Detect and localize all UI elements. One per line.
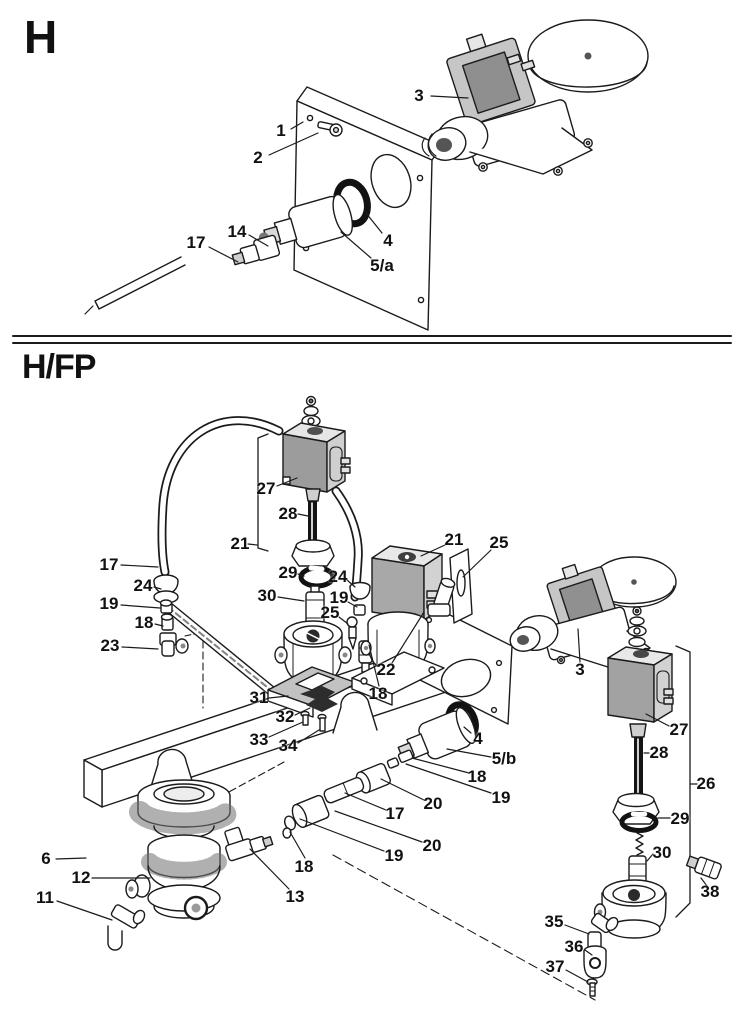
- fitting-36: [583, 945, 607, 979]
- plunger-28-right: [629, 723, 647, 797]
- callout-label: 21: [230, 534, 250, 553]
- callout-label: 6: [41, 849, 51, 868]
- callout-label: 1: [276, 121, 286, 140]
- section-title-hfp: H/FP: [22, 348, 96, 386]
- inlet-valve-12: [125, 779, 239, 921]
- group-bracket-26: [675, 645, 691, 918]
- callout-label: 26: [696, 774, 716, 793]
- screw-1-2: [317, 121, 343, 137]
- callout-label: 19: [329, 588, 349, 607]
- callout-label: 4: [473, 729, 483, 748]
- callout-label: 25: [489, 533, 509, 552]
- section-h-drawing: [84, 19, 649, 331]
- fittings-chain: [282, 749, 414, 839]
- callout-label: 34: [278, 736, 298, 755]
- fittings-column-left: [153, 574, 189, 657]
- callout-label: 13: [285, 887, 305, 906]
- callout-label: 30: [652, 843, 672, 862]
- slot-bracket-25: [449, 548, 473, 624]
- screw-37: [586, 978, 598, 997]
- o-ring-29-right: [619, 811, 659, 833]
- mounting-plate-right: [411, 597, 513, 725]
- section-hfp-drawing: [83, 395, 722, 1001]
- callout-label: 5/a: [370, 256, 394, 275]
- callout-label: 28: [649, 743, 669, 762]
- callout-label: 21: [444, 530, 464, 549]
- callout-label: 25: [320, 603, 340, 622]
- callout-label: 19: [491, 788, 511, 807]
- callout-label: 27: [669, 720, 689, 739]
- solenoid-valve-assembly-3-right: [509, 556, 677, 669]
- callout-label: 27: [256, 479, 276, 498]
- callout-label: 38: [700, 882, 720, 901]
- elbow-35: [587, 912, 619, 950]
- elbow-11: [107, 904, 146, 951]
- screw-33: [300, 710, 310, 726]
- solenoid-coil-27-left: [282, 395, 351, 493]
- callout-label: 11: [36, 888, 54, 907]
- callout-label: 37: [545, 957, 565, 976]
- fitting-38: [685, 855, 722, 880]
- elbow-fitting-22: [427, 577, 456, 617]
- inlet-pipe-17: [84, 256, 186, 315]
- section-divider: [12, 335, 732, 344]
- callout-label: 18: [467, 767, 487, 786]
- callout-label: 28: [278, 504, 298, 523]
- callout-label: 19: [99, 594, 119, 613]
- callout-label: 20: [422, 836, 442, 855]
- callout-label: 22: [376, 660, 396, 679]
- plunger-28-left: [305, 488, 321, 543]
- callout-label: 36: [564, 937, 584, 956]
- check-valve-5b: [397, 706, 477, 761]
- solenoid-valve-assembly-3: [421, 19, 649, 176]
- callout-label: 24: [328, 567, 348, 586]
- callout-leader-lines: [55, 95, 708, 983]
- callout-label: 4: [383, 231, 393, 250]
- callout-label: 12: [71, 868, 91, 887]
- callout-label: 19: [384, 846, 404, 865]
- callout-label: 29: [278, 563, 298, 582]
- callout-label: 24: [133, 576, 153, 595]
- callout-label: 18: [134, 613, 154, 632]
- hose-17-left: [157, 416, 284, 577]
- callout-label: 20: [423, 794, 443, 813]
- group-bracket-21: [257, 433, 269, 552]
- section-title-h: H: [24, 11, 57, 63]
- callout-label: 35: [544, 912, 564, 931]
- solenoid-coil-27-right: [607, 606, 674, 723]
- clamp-32: [300, 686, 338, 712]
- callout-label: 17: [99, 555, 119, 574]
- callout-label: 29: [670, 809, 690, 828]
- callout-label: 23: [100, 636, 120, 655]
- callout-label: 31: [249, 688, 269, 707]
- callout-label: 33: [249, 730, 269, 749]
- callout-label: 14: [227, 222, 247, 241]
- screw-34: [317, 713, 327, 732]
- piston-30-left: [305, 585, 325, 627]
- callout-label: 3: [575, 660, 585, 679]
- callout-label: 17: [186, 233, 206, 252]
- callout-label: 30: [257, 586, 277, 605]
- retaining-nut-left: [291, 539, 335, 567]
- callout-label: 18: [368, 684, 388, 703]
- callout-label: 18: [294, 857, 314, 876]
- callout-label: 17: [385, 804, 405, 823]
- callout-label: 3: [414, 86, 424, 105]
- tee-fitting-13: [224, 826, 274, 862]
- callout-label: 5/b: [491, 749, 517, 768]
- callout-label: 32: [275, 707, 295, 726]
- callout-label: 2: [253, 148, 263, 167]
